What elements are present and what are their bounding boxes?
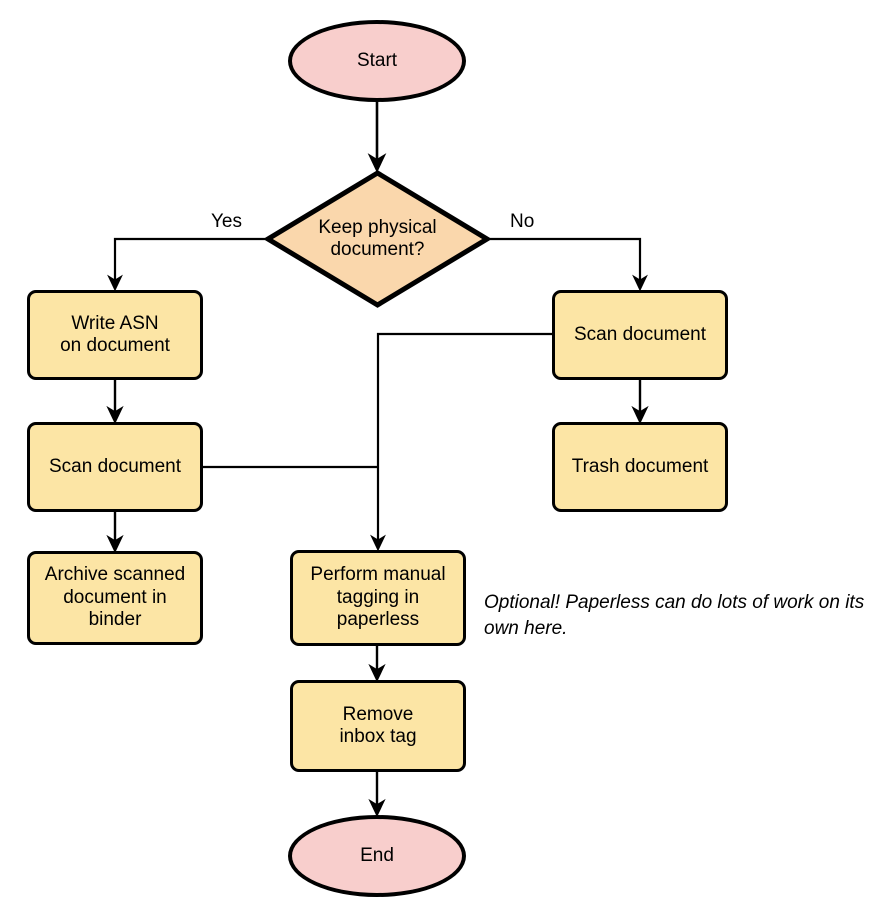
node-scan-document-left-label: Scan document bbox=[48, 455, 182, 477]
node-scan-document-right-label: Scan document bbox=[573, 323, 707, 345]
node-trash-document[interactable]: Trash document bbox=[552, 422, 728, 512]
node-start[interactable]: Start bbox=[288, 20, 466, 102]
node-decision-keep-physical-document[interactable]: Keep physical document? bbox=[265, 170, 490, 308]
edge-label-yes: Yes bbox=[211, 211, 242, 232]
node-end[interactable]: End bbox=[288, 815, 466, 897]
node-end-label: End bbox=[360, 844, 394, 866]
node-write-asn[interactable]: Write ASN on document bbox=[27, 290, 203, 380]
node-scan-document-left[interactable]: Scan document bbox=[27, 422, 203, 512]
node-remove-inbox-tag[interactable]: Remove inbox tag bbox=[290, 680, 466, 772]
edge-label-no: No bbox=[510, 211, 535, 232]
node-perform-manual-tagging-label: Perform manual tagging in paperless bbox=[310, 564, 446, 631]
edge-scan-right-to-manual-tagging bbox=[370, 332, 552, 552]
node-scan-document-right[interactable]: Scan document bbox=[552, 290, 728, 380]
node-decision-label: Keep physical document? bbox=[318, 216, 437, 260]
node-perform-manual-tagging[interactable]: Perform manual tagging in paperless bbox=[290, 550, 466, 646]
node-trash-document-label: Trash document bbox=[571, 455, 709, 477]
node-archive-scanned-document-label: Archive scanned document in binder bbox=[44, 564, 186, 631]
edge-decision-yes-to-write-asn bbox=[107, 237, 265, 292]
annotation-optional-note: Optional! Paperless can do lots of work … bbox=[484, 592, 865, 639]
node-archive-scanned-document[interactable]: Archive scanned document in binder bbox=[27, 551, 203, 645]
node-start-label: Start bbox=[356, 49, 398, 71]
node-write-asn-label: Write ASN on document bbox=[60, 312, 170, 356]
diamond-shape bbox=[265, 170, 490, 308]
node-remove-inbox-tag-label: Remove inbox tag bbox=[339, 703, 417, 747]
edge-decision-no-to-scan-right bbox=[490, 237, 648, 292]
